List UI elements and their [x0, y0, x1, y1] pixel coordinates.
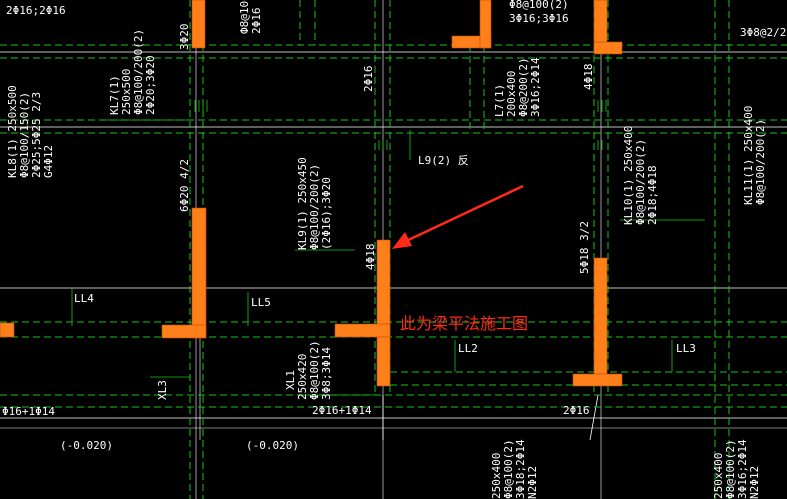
anno-kl10-line3: 2Φ18;4Φ18 [646, 165, 659, 225]
anno-kl11-line2: Φ8@100/200(2) [754, 119, 767, 205]
anno-top-left-v: Ф8@100(2) 2Φ16 [238, 0, 263, 34]
anno-kl9-line2: Φ8@100/200(2) [308, 164, 321, 250]
anno-kl7-line4: 2Φ20;3Φ20 [144, 55, 157, 115]
beam-label-xl3: XL3 [156, 380, 169, 400]
anno-kl8-line2: Φ8@100/150(2) [18, 92, 31, 178]
rebar-bottom-mid: 2Φ16+1Φ14 [312, 404, 372, 417]
rebar-top-small: 3Φ20 [178, 24, 191, 51]
anno-kl8-line3: 2Φ25;5Φ25 2/3 [30, 92, 43, 178]
anno-kl10-line2: Φ8@100/200(2) [634, 139, 647, 225]
anno-kl7-line1: KL7(1) [108, 75, 121, 115]
anno-bottom-b1: 250x400 Φ8@100(2) 3Φ18;2Φ14 N2Φ12 [490, 439, 539, 499]
anno-kl11: KL11(1) 250x400 Φ8@100/200(2) [742, 106, 767, 205]
anno-bottom-b1-line1: 250x400 [490, 453, 503, 499]
anno-kl8-line4: G4Φ12 [42, 145, 55, 178]
anno-kl7-line3: Φ8@100/200(2) [132, 29, 145, 115]
rebar-bottom-left: Φ16+1Φ14 [2, 405, 55, 418]
rebar-col-6f20: 6Φ20 4/2 [178, 159, 191, 212]
beam-label-ll3: LL3 [676, 342, 696, 355]
rebar-bottom-right: 2Φ16 [563, 404, 590, 417]
wall-center-v [376, 239, 391, 387]
anno-top-left-v-line1: Ф8@100(2) [238, 0, 251, 34]
anno-xl1-line1: 250x420 [296, 354, 309, 400]
leader-lines [71, 119, 705, 396]
anno-kl10-line1: KL10(1) 250x400 [622, 126, 635, 225]
anno-kl8: KL8(1) 250x500 Φ8@100/150(2) 2Φ25;5Φ25 2… [6, 85, 55, 178]
wall-left-h [161, 324, 207, 339]
rebar-top-right: 3Φ8@2/2 [740, 26, 786, 39]
anno-l7-line4: 3Φ16;2Φ14 [529, 57, 542, 117]
rebar-col-4f18: 4Φ18 [582, 64, 595, 91]
beam-label-xl1: XL1 [284, 370, 297, 390]
anno-kl9-line3: (2Φ16);3Φ20 [320, 177, 333, 250]
wall-right-h [572, 373, 623, 387]
elevation-left: (-0.020) [60, 439, 113, 452]
wall-top-mid-v [479, 0, 492, 49]
anno-bottom-b1-line2: Φ8@100(2) [502, 439, 515, 499]
rebar-col-5f18: 5Φ18 3/2 [578, 221, 591, 274]
wall-left-v [191, 207, 207, 339]
anno-bottom-b2-line1: 250x400 [712, 453, 725, 499]
anno-kl9-line1: KL9(1) 250x450 [296, 157, 309, 250]
anno-xl1-line2: Φ8@100(2) [308, 340, 321, 400]
anno-kl11-line1: KL11(1) 250x400 [742, 106, 755, 205]
anno-kl10: KL10(1) 250x400 Φ8@100/200(2) 2Φ18;4Φ18 [622, 126, 659, 225]
wall-center-h [334, 323, 391, 338]
rebar-mid-2f16: 2Φ16 [362, 66, 375, 93]
anno-xl1: 250x420 Φ8@100(2) 3Φ8;3Φ14 [296, 340, 333, 400]
highlight-arrow [392, 184, 524, 249]
beam-label-ll5: LL5 [251, 296, 271, 309]
rebar-col-4f18-b: 4Φ18 [364, 244, 377, 271]
anno-top-left-v-line2: 2Φ16 [250, 8, 263, 35]
anno-l7-line2: 200x400 [505, 71, 518, 117]
beam-label-ll2: LL2 [458, 342, 478, 355]
anno-kl8-line1: KL8(1) 250x500 [6, 85, 19, 178]
anno-bottom-b2-line3: 3Φ16;2Φ14 [736, 439, 749, 499]
anno-kl7-line2: 250x500 [120, 69, 133, 115]
anno-bottom-b2-line4: N2Φ12 [748, 466, 761, 499]
drawing-note: 此为梁平法施工图 [400, 314, 528, 333]
anno-bottom-b1-line4: N2Φ12 [526, 466, 539, 499]
beam-label-l9: L9(2) 反 [418, 154, 469, 167]
anno-l7-line1: L7(1) [493, 84, 506, 117]
anno-top-mid-h2: 3Φ16;3Φ16 [509, 12, 569, 25]
wall-right-v [593, 257, 608, 386]
anno-l7-line3: Φ8@200(2) [517, 57, 530, 117]
break-marks [194, 100, 607, 150]
anno-kl7: KL7(1) 250x500 Φ8@100/200(2) 2Φ20;3Φ20 [108, 29, 157, 115]
anno-kl9: KL9(1) 250x450 Φ8@100/200(2) (2Φ16);3Φ20 [296, 157, 333, 250]
shear-walls [0, 0, 623, 387]
anno-bottom-b2: 250x400 Φ8@100(2) 3Φ16;2Φ14 N2Φ12 [712, 439, 761, 499]
anno-l7: L7(1) 200x400 Φ8@200(2) 3Φ16;2Φ14 [493, 57, 542, 117]
wall-top-right-h [593, 41, 623, 55]
wall-top-left [191, 0, 206, 49]
anno-bottom-b1-line3: 3Φ18;2Φ14 [514, 439, 527, 499]
wall-far-left [0, 322, 15, 338]
elevation-middle: (-0.020) [246, 439, 299, 452]
anno-bottom-b2-line2: Φ8@100(2) [724, 439, 737, 499]
anno-top-mid-h1: Φ8@100(2) [509, 0, 569, 11]
anno-xl1-line3: 3Φ8;3Φ14 [320, 347, 333, 400]
rebar-top-left: 2Φ16;2Φ16 [6, 4, 66, 17]
beam-label-ll4: LL4 [74, 292, 94, 305]
